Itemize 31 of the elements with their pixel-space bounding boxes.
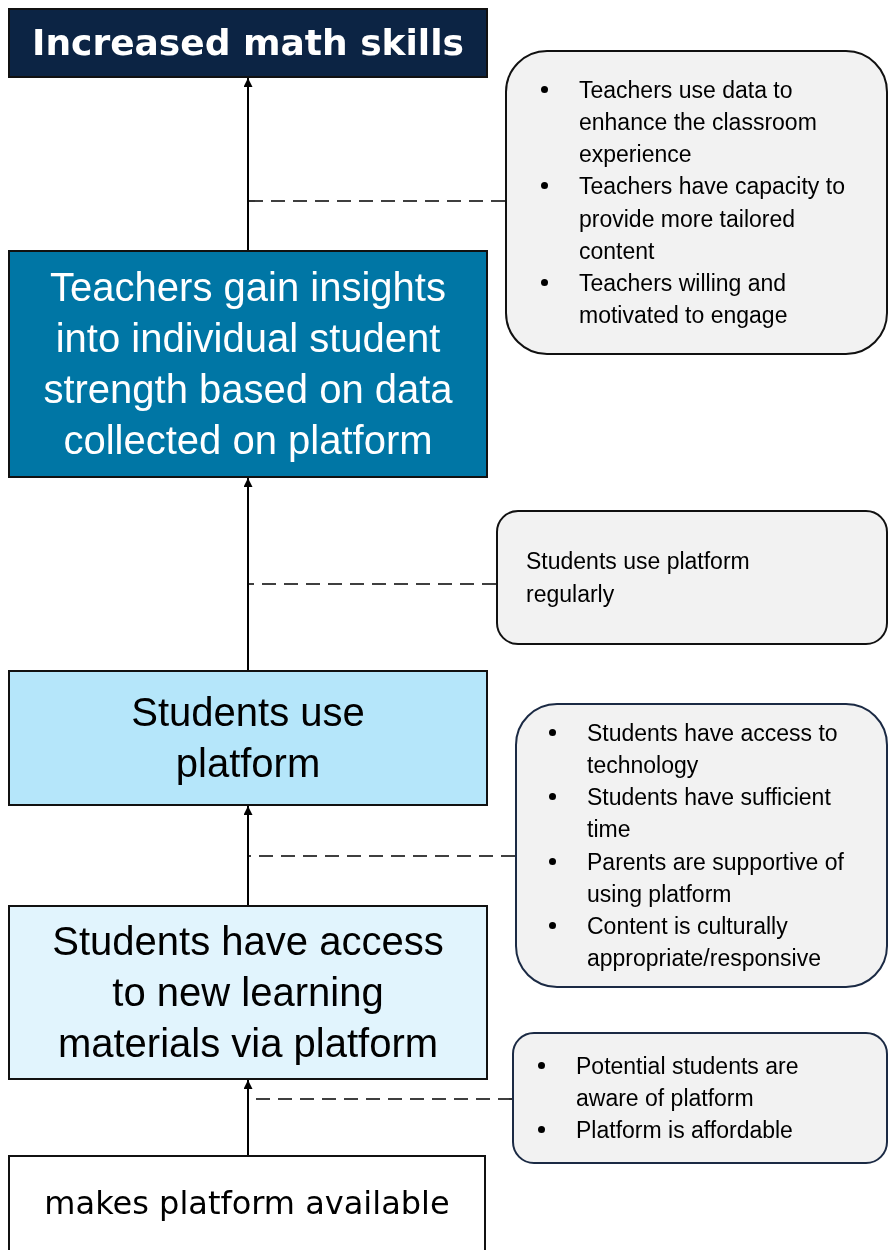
assumption-text: Potential students are aware of platform <box>576 1052 799 1111</box>
assumption-text: Students have sufficient time <box>587 784 831 843</box>
node-label: Students use platform <box>130 689 366 787</box>
assumption-text: Students have access to technology <box>587 719 838 778</box>
dashed-connector <box>247 855 516 857</box>
arrow <box>243 77 253 251</box>
activity-box <box>8 1155 486 1250</box>
assumption-box <box>515 703 888 988</box>
outcome-box <box>8 670 488 806</box>
arrow <box>243 1079 253 1156</box>
dashed-connector <box>247 583 497 585</box>
assumption-text: Teachers willing and motivated to engage <box>579 269 788 329</box>
assumption-text: Platform is affordable <box>576 1117 793 1144</box>
node-label: Students have access to new learning materials via platform <box>51 918 445 1067</box>
assumption-box <box>505 50 888 355</box>
assumption-box <box>512 1032 888 1164</box>
node-label: Teachers gain insights into individual student strength based on data collected on platform <box>42 264 454 464</box>
assumption-box <box>496 510 888 645</box>
node-label: makes platform available <box>44 1183 450 1224</box>
output-box <box>8 905 488 1080</box>
outcome-box <box>8 250 488 478</box>
assumption-text: Students use platform regularly <box>526 547 751 609</box>
assumption-text: Teachers use data to enhance the classroom experience <box>579 76 817 168</box>
arrow <box>243 805 253 906</box>
node-label: Increased math skills <box>32 21 464 66</box>
outcome-box <box>8 8 488 78</box>
arrow <box>243 477 253 671</box>
assumption-text: Parents are supportive of using platform <box>587 848 844 907</box>
assumption-text: Content is culturally appropriate/responsive <box>587 912 821 972</box>
dashed-connector <box>247 200 506 202</box>
assumption-text: Teachers have capacity to provide more tailored content <box>579 173 845 264</box>
